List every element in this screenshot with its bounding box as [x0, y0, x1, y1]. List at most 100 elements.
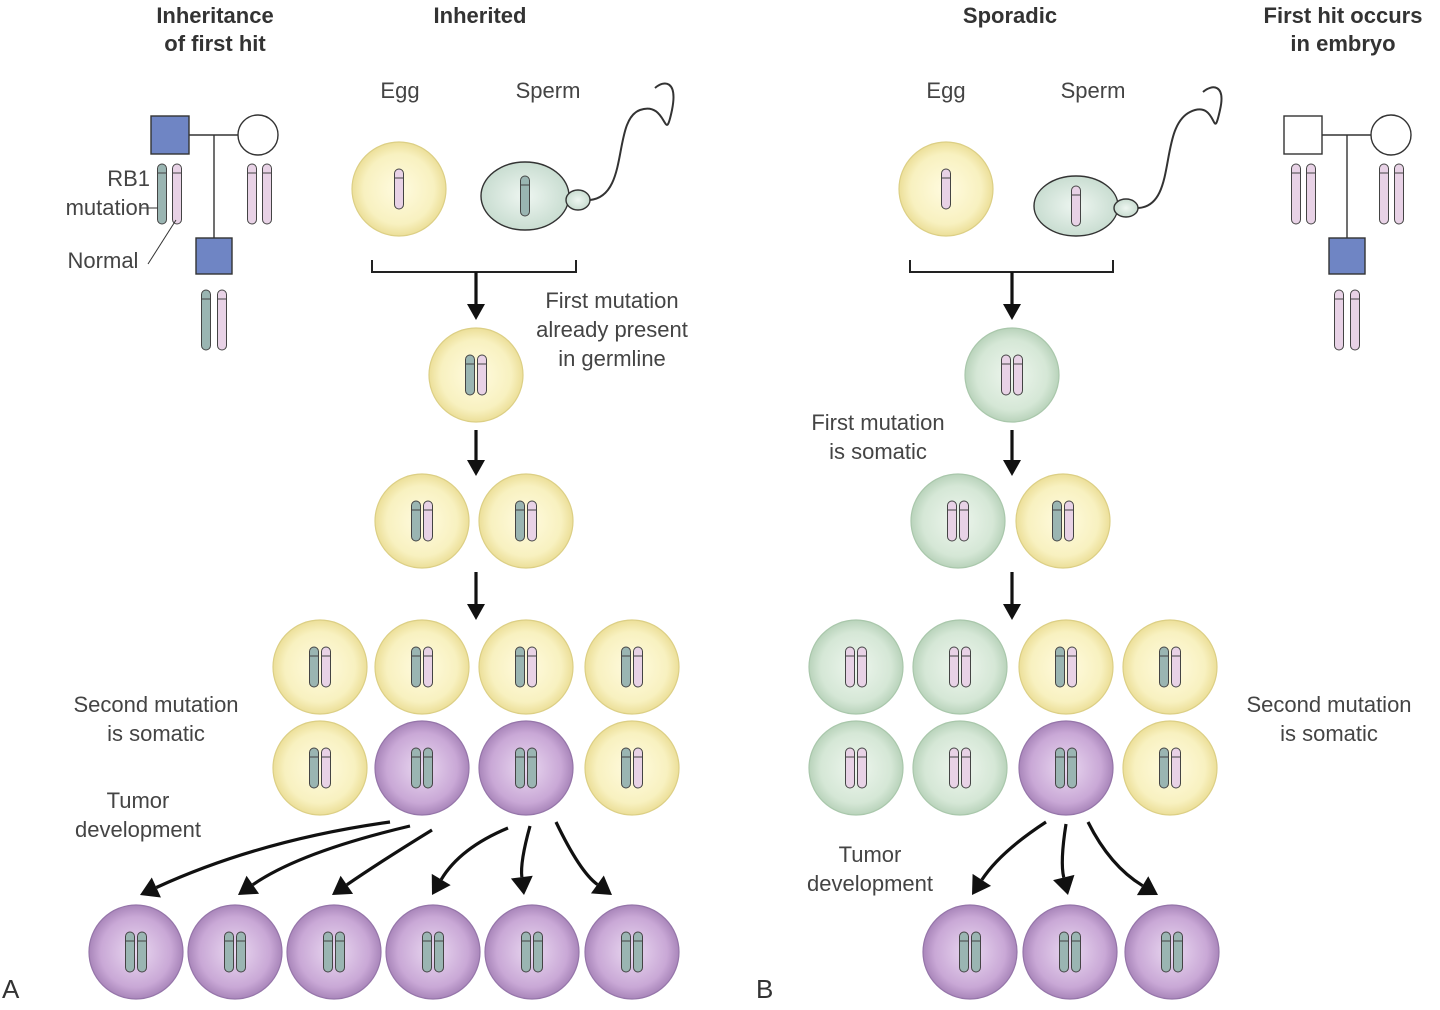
- chromosome: [1071, 931, 1081, 973]
- chromosome: [1394, 163, 1404, 225]
- chromosome: [527, 500, 537, 542]
- chromosome: [172, 163, 182, 225]
- arrow-a3: [467, 572, 485, 620]
- cell-a-row2: [584, 619, 680, 715]
- chromosome: [323, 931, 333, 973]
- chromosome: [1071, 185, 1081, 227]
- cell-b-row2: [1122, 619, 1218, 715]
- chromosome: [1052, 500, 1062, 542]
- chromosome: [857, 747, 867, 789]
- tumor-arrow-a: [510, 825, 533, 895]
- chromosome: [423, 646, 433, 688]
- pedigree-inherited: [140, 114, 279, 351]
- chromosome: [961, 747, 971, 789]
- chromosome: [533, 931, 543, 973]
- chromosome: [1159, 747, 1169, 789]
- chromosome: [1001, 354, 1011, 396]
- cell-b-row3: [912, 720, 1008, 816]
- cell-a-row2: [478, 619, 574, 715]
- chromosome: [1291, 163, 1301, 225]
- arrow-a1: [467, 272, 485, 320]
- chromosome: [247, 163, 257, 225]
- chromosome: [1159, 646, 1169, 688]
- egg-cell-a: [351, 141, 447, 237]
- chromosome: [961, 646, 971, 688]
- chromosome: [335, 931, 345, 973]
- chromosome: [621, 931, 631, 973]
- arrow-b3: [1003, 572, 1021, 620]
- chromosome: [262, 163, 272, 225]
- tumor-cell-a: [187, 904, 283, 1000]
- chromosome: [521, 931, 531, 973]
- cell-a-row2: [272, 619, 368, 715]
- zygote-b: [964, 327, 1060, 423]
- cell-b-row1: [910, 473, 1006, 569]
- cell-b-row2: [912, 619, 1008, 715]
- chromosome: [236, 931, 246, 973]
- chromosome: [309, 747, 319, 789]
- tumor-arrow-a: [140, 820, 391, 898]
- affected-child-square: [195, 237, 233, 275]
- tumor-arrow-b: [1053, 823, 1075, 895]
- tumor-arrow-a: [554, 821, 612, 895]
- chromosome: [527, 747, 537, 789]
- chromosome: [527, 646, 537, 688]
- chromosome: [1350, 289, 1360, 351]
- cell-b-row2: [1018, 619, 1114, 715]
- sperm-label-a: Sperm: [515, 78, 581, 103]
- chromosome: [515, 500, 525, 542]
- chromosome: [520, 175, 530, 217]
- chromosome: [633, 747, 643, 789]
- chromosome: [217, 289, 227, 351]
- mother-circle: [237, 114, 279, 156]
- chromosome: [1171, 646, 1181, 688]
- chromosome: [515, 747, 525, 789]
- chromosome: [201, 289, 211, 351]
- cell-a-row3: [478, 720, 574, 816]
- chromosome: [157, 163, 167, 225]
- unaffected-father-square: [1283, 115, 1323, 155]
- chromosome: [422, 931, 432, 973]
- cell-b-row2: [808, 619, 904, 715]
- chromosome: [411, 747, 421, 789]
- sperm-label-b: Sperm: [1060, 78, 1126, 103]
- egg-cell-b: [898, 141, 994, 237]
- affected-father-square: [150, 115, 190, 155]
- cell-a-row1: [478, 473, 574, 569]
- chromosome: [515, 646, 525, 688]
- chromosome: [477, 354, 487, 396]
- chromosome: [1306, 163, 1316, 225]
- inherited-header: Inherited: [433, 3, 527, 28]
- tumor-cell-a: [88, 904, 184, 1000]
- chromosome: [1067, 747, 1077, 789]
- chromosome: [633, 646, 643, 688]
- chromosome: [857, 646, 867, 688]
- chromosome: [465, 354, 475, 396]
- sperm-b: [1033, 86, 1223, 237]
- tumor-cell-a: [484, 904, 580, 1000]
- cell-b-row3: [808, 720, 904, 816]
- arrow-b1: [1003, 272, 1021, 320]
- cell-b-row1: [1015, 473, 1111, 569]
- cell-b-row3: [1122, 720, 1218, 816]
- tumor-arrow-a: [431, 826, 509, 895]
- chromosome: [1059, 931, 1069, 973]
- arrow-b2: [1003, 430, 1021, 476]
- chromosome: [137, 931, 147, 973]
- chromosome: [1173, 931, 1183, 973]
- tumor-arrow-a: [238, 824, 411, 895]
- tumor-arrow-a: [332, 828, 433, 895]
- chromosome: [423, 500, 433, 542]
- chromosome: [434, 931, 444, 973]
- chromosome: [845, 747, 855, 789]
- cell-a-row1: [374, 473, 470, 569]
- arrow-a2: [467, 430, 485, 476]
- panel-b-letter: B: [756, 974, 774, 1004]
- chromosome: [394, 168, 404, 210]
